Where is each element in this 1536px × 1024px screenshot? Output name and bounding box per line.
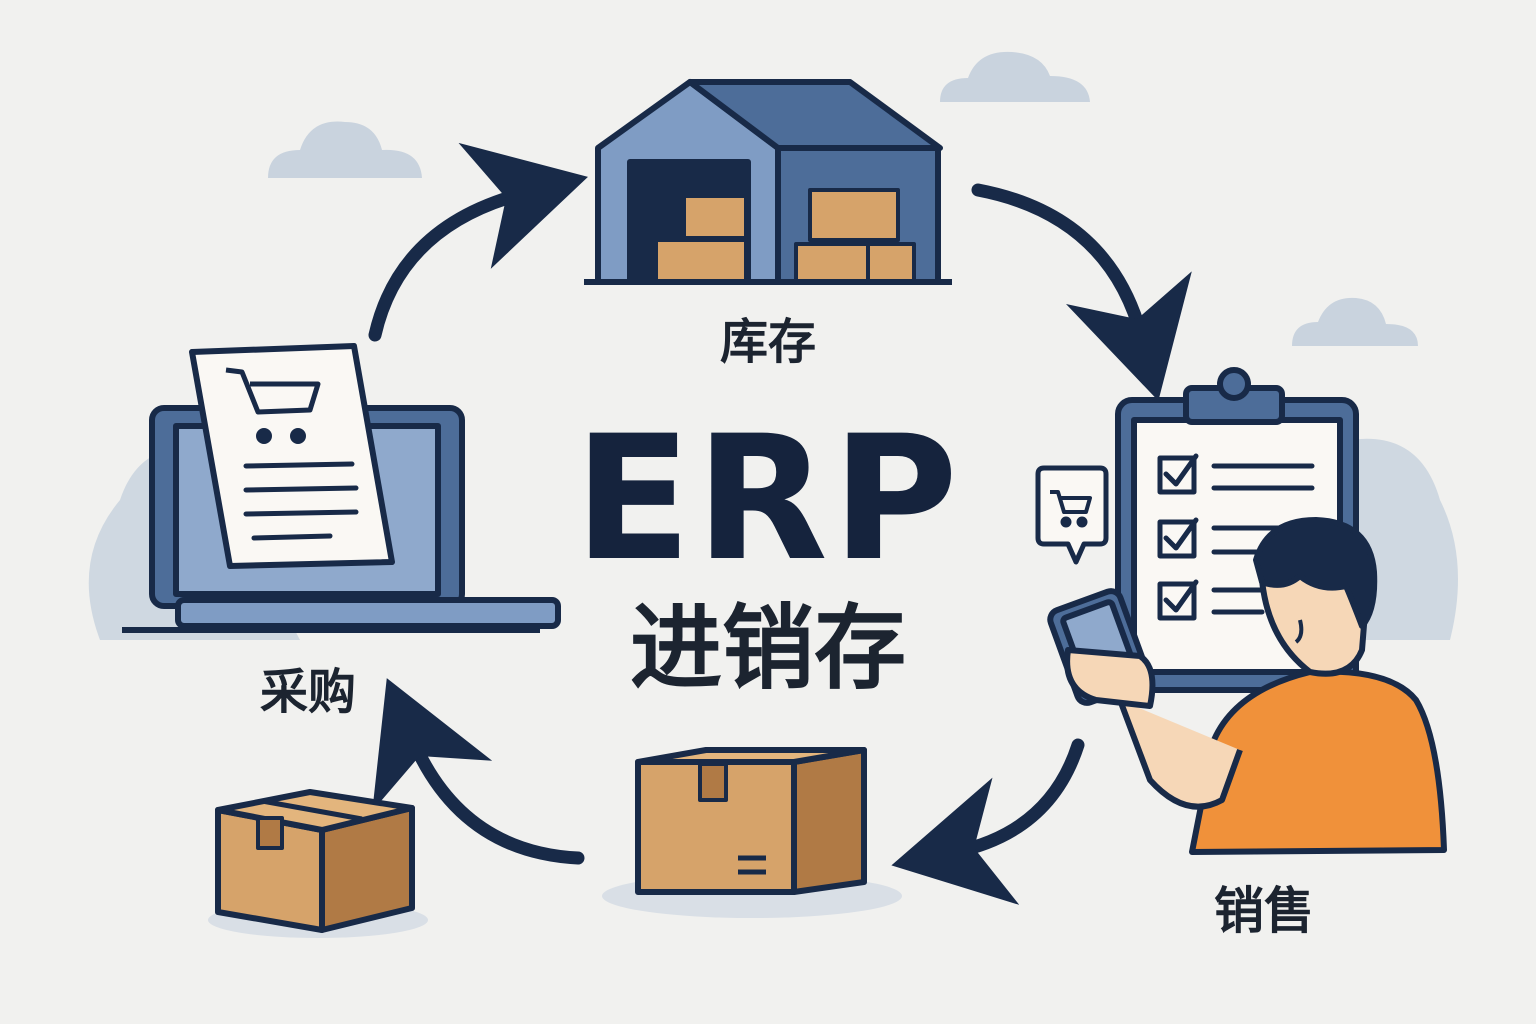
purchase-order-document <box>189 343 395 569</box>
purchase-label: 采购 <box>260 664 356 720</box>
arrow-purchase-to-inventory <box>368 142 588 342</box>
arrow-inventory-to-sales <box>971 183 1192 401</box>
sales-label: 销售 <box>1214 882 1314 940</box>
inventory-label: 库存 <box>720 314 816 370</box>
cycle-arrows <box>368 142 1192 905</box>
arrow-shipping-to-purchase <box>372 678 585 865</box>
erp-subtitle: 进销存 <box>630 595 906 702</box>
shopping-cart-chat-icon <box>1035 465 1109 565</box>
arrow-sales-to-shipping <box>891 738 1085 905</box>
warehouse-icon <box>584 79 952 285</box>
salesperson-illustration <box>1047 517 1447 855</box>
erp-title: ERP <box>574 398 962 599</box>
small-box-icon <box>208 789 428 938</box>
laptop-purchase-order-icon <box>122 343 561 633</box>
cardboard-box-icon <box>602 747 902 918</box>
